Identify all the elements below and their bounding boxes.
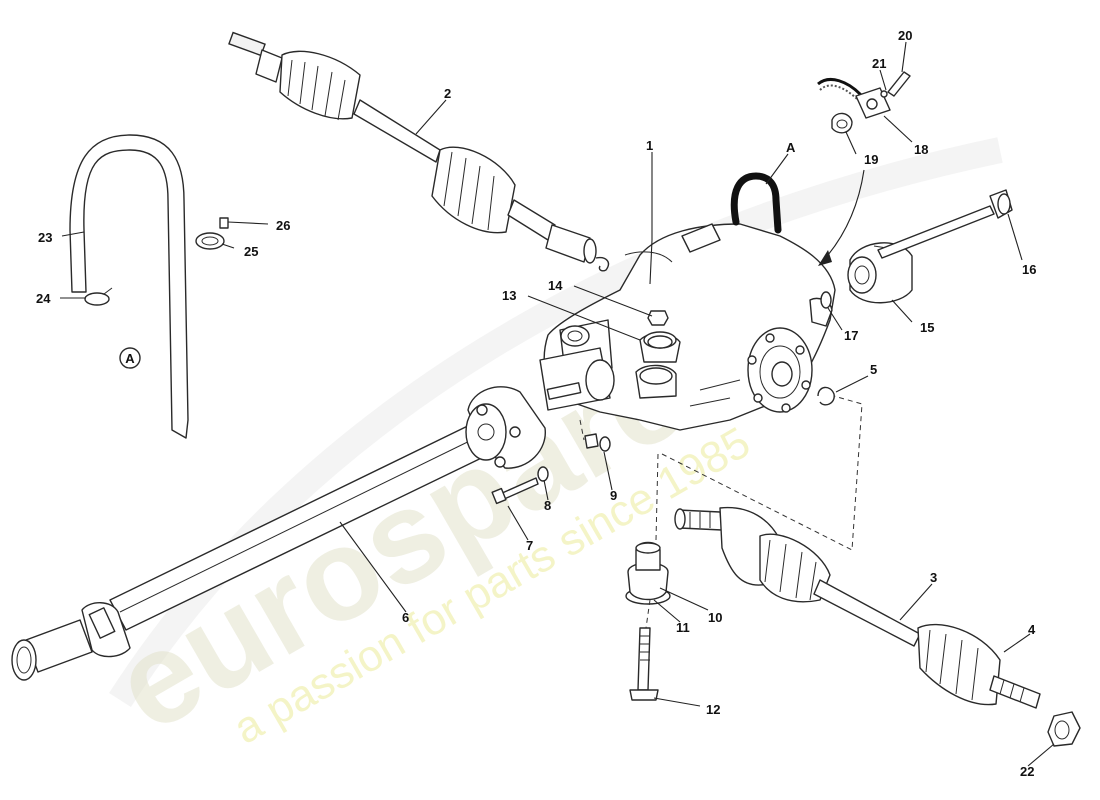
- mount-bolt-12[interactable]: [629, 627, 659, 701]
- callout-1: 1: [646, 138, 653, 153]
- rear-mount[interactable]: [625, 541, 671, 605]
- flex-coupling[interactable]: [465, 386, 546, 469]
- mount-bush[interactable]: [847, 242, 913, 304]
- svg-text:A: A: [125, 351, 135, 366]
- callout-5: 5: [870, 362, 877, 377]
- hose-clip-lower[interactable]: [84, 287, 113, 306]
- callouts: 1 2 3 4 5 6 7 8 9 10 11 12 13 14 15 16 1…: [36, 28, 1036, 779]
- watermark: eurospares a passion for parts since 198…: [91, 137, 1003, 759]
- callout-15: 15: [920, 320, 934, 335]
- callout-10: 10: [708, 610, 722, 625]
- callout-14: 14: [548, 278, 563, 293]
- callout-21: 21: [872, 56, 886, 71]
- callout-4: 4: [1028, 622, 1036, 637]
- callout-24: 24: [36, 291, 51, 306]
- breather-hose[interactable]: [69, 134, 189, 439]
- callout-3: 3: [930, 570, 937, 585]
- assembly-lines: [579, 395, 863, 629]
- washer-8[interactable]: [537, 466, 549, 482]
- hub-nut[interactable]: [1047, 711, 1081, 747]
- fixing-nut-14[interactable]: [647, 310, 669, 326]
- callout-11: 11: [676, 620, 690, 635]
- callout-20: 20: [898, 28, 912, 43]
- callout-19: 19: [864, 152, 878, 167]
- callout-22: 22: [1020, 764, 1034, 779]
- callout-18: 18: [914, 142, 928, 157]
- circlip-5[interactable]: [817, 386, 835, 406]
- washer-17[interactable]: [820, 291, 832, 309]
- callout-12: 12: [706, 702, 720, 717]
- hose-clip-upper[interactable]: [195, 217, 229, 250]
- callout-25: 25: [244, 244, 258, 259]
- detail-circle-a: A: [119, 347, 141, 369]
- breather-pipe[interactable]: [730, 172, 782, 234]
- callout-6: 6: [402, 610, 409, 625]
- leader-lines: [60, 41, 1055, 767]
- callout-7: 7: [526, 538, 533, 553]
- detail-arrow: [818, 169, 865, 266]
- callout-13: 13: [502, 288, 516, 303]
- mount-bolt[interactable]: [877, 189, 1013, 259]
- callout-23: 23: [38, 230, 52, 245]
- nut-9[interactable]: [584, 433, 611, 452]
- bolt-7[interactable]: [491, 477, 539, 505]
- callout-a: A: [786, 140, 796, 155]
- sensor-assembly[interactable]: [817, 71, 911, 134]
- callout-2: 2: [444, 86, 451, 101]
- callout-8: 8: [544, 498, 551, 513]
- callout-26: 26: [276, 218, 290, 233]
- drive-shaft-upper[interactable]: [228, 31, 610, 272]
- callout-16: 16: [1022, 262, 1036, 277]
- callout-9: 9: [610, 488, 617, 503]
- drive-shaft-lower[interactable]: [674, 506, 1041, 709]
- callout-17: 17: [844, 328, 858, 343]
- washer-13[interactable]: [647, 335, 673, 349]
